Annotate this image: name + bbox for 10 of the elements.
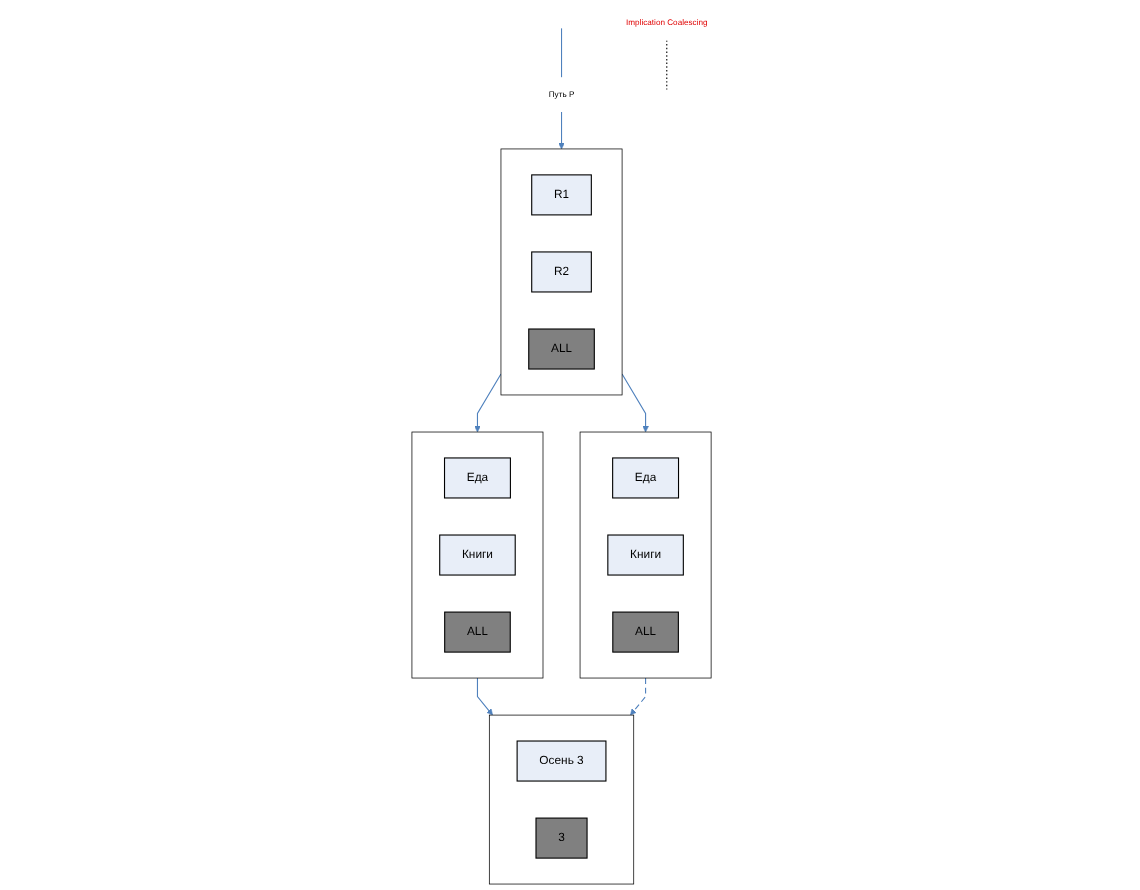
cluster [578,431,711,679]
connector [560,27,562,78]
cluster [410,431,543,679]
arrow [620,373,648,433]
arrow [476,677,492,716]
cluster [488,714,634,885]
arrow [557,111,564,150]
arrow [473,373,501,433]
cluster [499,148,622,396]
arrow [629,677,646,716]
